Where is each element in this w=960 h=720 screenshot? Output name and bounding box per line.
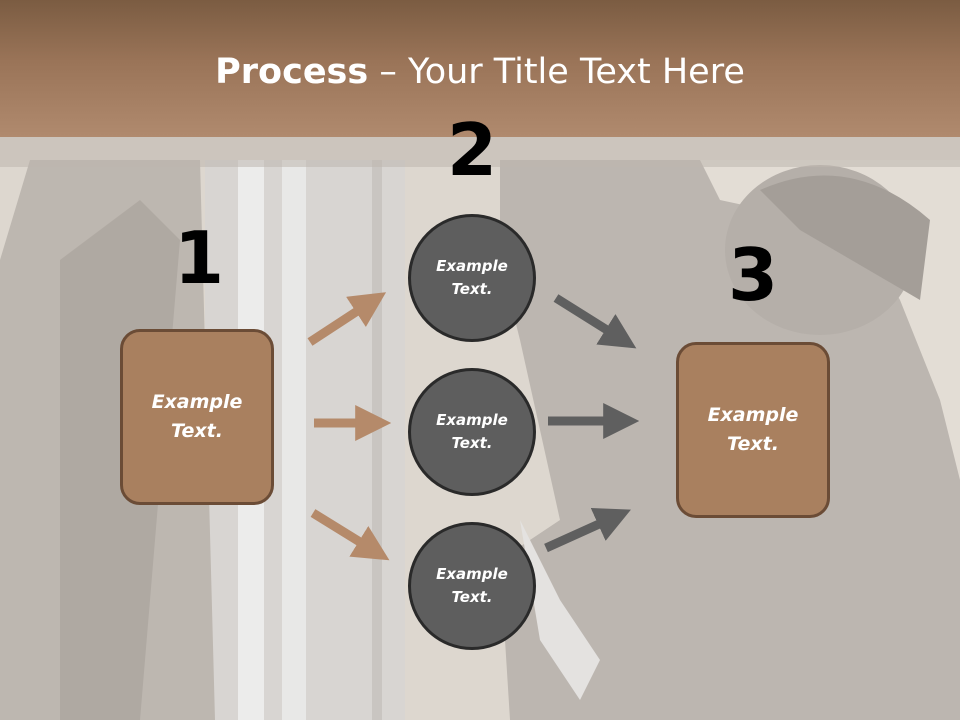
circle-3-text: Example Text.: [436, 565, 508, 606]
title-bar: [0, 0, 960, 137]
step-number-1: 1: [173, 216, 225, 300]
step-number-2: 2: [446, 108, 498, 192]
title-bar-shadow: [0, 137, 960, 167]
step-3-text: Example Text.: [707, 404, 799, 455]
page-title: Process – Your Title Text Here: [0, 52, 960, 92]
step-1-box: Example Text.: [120, 329, 274, 505]
step-1-text: Example Text.: [151, 391, 243, 442]
step-2-circle-3: Example Text.: [408, 522, 536, 650]
arrow-1-to-2a: [307, 292, 387, 346]
circle-2-text: Example Text.: [436, 411, 508, 452]
step-2-circle-1: Example Text.: [408, 214, 536, 342]
step-2-circle-2: Example Text.: [408, 368, 536, 496]
title-bold: Process: [215, 52, 369, 92]
arrow-2a-to-3: [553, 294, 637, 349]
step-number-3: 3: [727, 233, 779, 317]
arrow-1-to-2c: [310, 509, 390, 561]
arrow-2c-to-3: [544, 508, 631, 553]
circle-1-text: Example Text.: [436, 257, 508, 298]
step-3-box: Example Text.: [676, 342, 830, 518]
title-rest: – Your Title Text Here: [368, 52, 745, 92]
